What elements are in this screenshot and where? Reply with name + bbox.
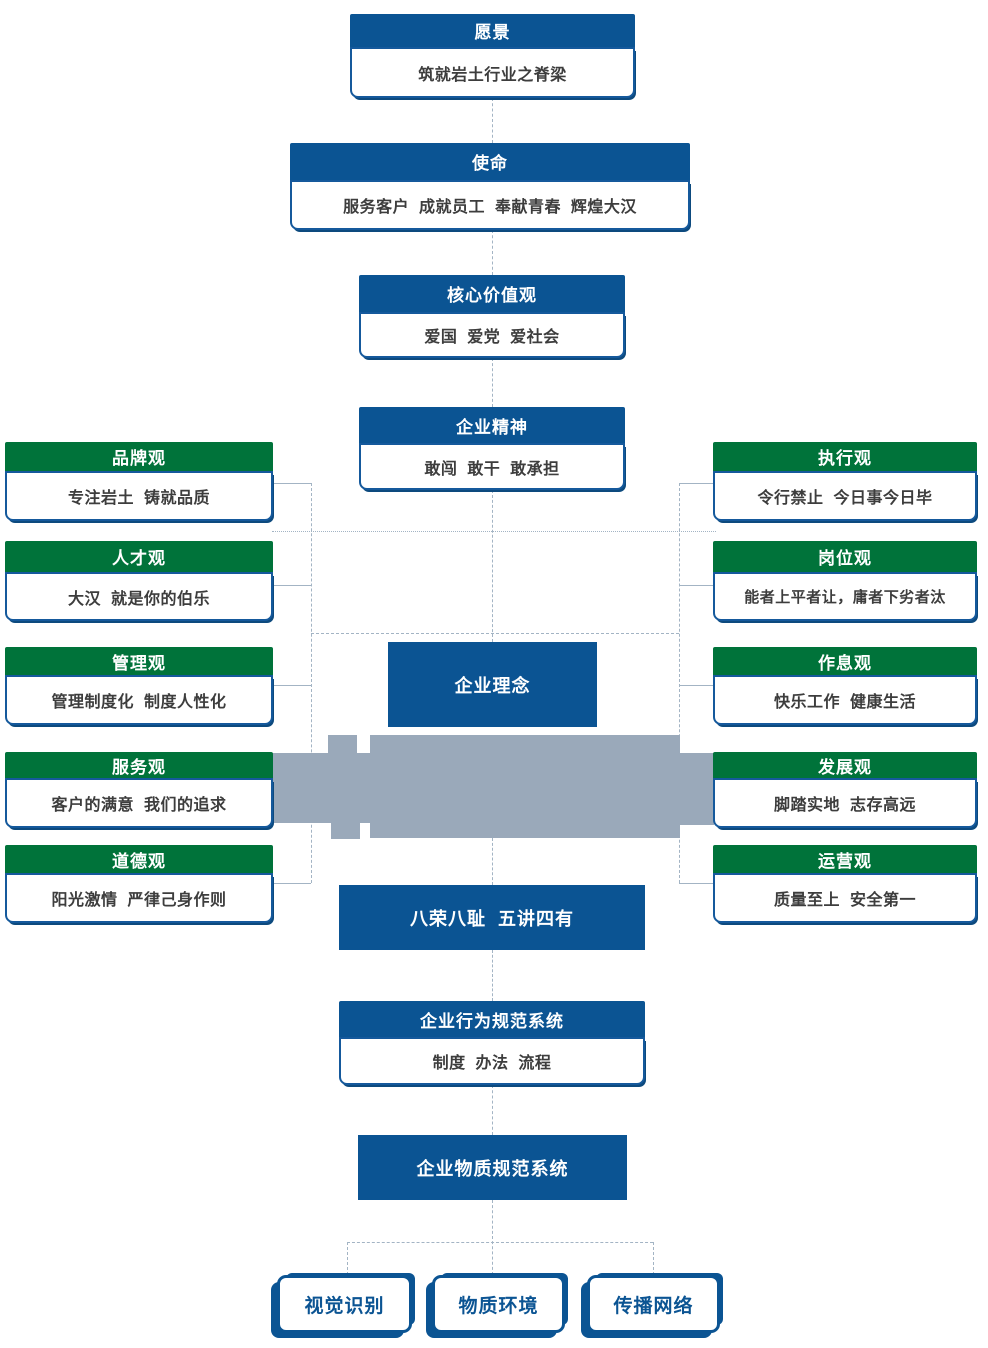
box-visual-identity: 视觉识别: [277, 1275, 412, 1333]
card-morality-view-title: 道德观: [5, 845, 273, 873]
connector-center-v5: [492, 838, 493, 885]
card-development-view-title: 发展观: [713, 752, 977, 778]
gray-arrow-top-tab: [328, 735, 357, 754]
card-position-view-title: 岗位观: [713, 541, 977, 572]
box-communication-network: 传播网络: [587, 1275, 720, 1333]
box-philosophy: 企业理念: [388, 642, 597, 727]
gray-arrow-bottom-tab: [331, 820, 360, 839]
card-operation-view-body: 质量至上 安全第一: [713, 873, 977, 923]
card-operation-view-title: 运营观: [713, 845, 977, 873]
card-management-view-title: 管理观: [5, 647, 273, 675]
card-service-view-body: 客户的满意 我们的追求: [5, 778, 273, 828]
card-position-view: 岗位观 能者上平者让，庸者下劣者汰: [713, 541, 977, 621]
card-execution-view: 执行观 令行禁止 今日事今日毕: [713, 442, 977, 521]
card-behavior-system-body: 制度 办法 流程: [339, 1037, 645, 1085]
card-vision-title: 愿景: [350, 14, 635, 47]
gray-arrow-left-arm: [272, 753, 372, 823]
card-morality-view: 道德观 阳光激情 严律己身作则: [5, 845, 273, 923]
connector-bottom-drop-right: [653, 1242, 654, 1275]
card-behavior-system: 企业行为规范系统 制度 办法 流程: [339, 1001, 645, 1085]
connector-stub: [273, 483, 311, 484]
connector-left-rail: [311, 483, 312, 883]
card-mission-title: 使命: [290, 143, 690, 180]
card-management-view: 管理观 管理制度化 制度人性化: [5, 647, 273, 725]
card-worklife-view-title: 作息观: [713, 647, 977, 675]
connector-stub: [679, 685, 715, 686]
connector-right-rail: [679, 483, 680, 883]
card-worklife-view: 作息观 快乐工作 健康生活: [713, 647, 977, 725]
connector-center-v1: [492, 98, 493, 143]
card-behavior-system-title: 企业行为规范系统: [339, 1001, 645, 1037]
connector-stub: [273, 585, 311, 586]
connector-cross-dashed: [311, 633, 679, 634]
connector-center-v7: [492, 1085, 493, 1135]
card-talent-view: 人才观 大汉 就是你的伯乐: [5, 541, 273, 621]
card-vision-body: 筑就岩土行业之脊梁: [350, 47, 635, 98]
connector-cross-dotted: [272, 531, 716, 532]
connector-stub: [679, 883, 715, 884]
box-material-environment: 物质环境: [432, 1275, 565, 1333]
card-vision: 愿景 筑就岩土行业之脊梁: [350, 14, 635, 98]
card-execution-view-title: 执行观: [713, 442, 977, 471]
card-core-values-body: 爱国 爱党 爱社会: [359, 312, 625, 358]
card-spirit: 企业精神 敢闯 敢干 敢承担: [359, 407, 625, 490]
card-brand-view: 品牌观 专注岩土 铸就品质: [5, 442, 273, 521]
connector-stub: [679, 585, 715, 586]
box-material-system: 企业物质规范系统: [358, 1135, 627, 1200]
card-mission: 使命 服务客户 成就员工 奉献青春 辉煌大汉: [290, 143, 690, 230]
gray-arrow-shape: [370, 735, 680, 838]
box-honors: 八荣八耻 五讲四有: [339, 885, 645, 950]
connector-center-v2: [492, 230, 493, 275]
card-spirit-title: 企业精神: [359, 407, 625, 443]
connector-stub: [679, 483, 715, 484]
card-core-values: 核心价值观 爱国 爱党 爱社会: [359, 275, 625, 358]
card-morality-view-body: 阳光激情 严律己身作则: [5, 873, 273, 923]
connector-center-v4: [492, 490, 493, 642]
connector-center-v6: [492, 950, 493, 1001]
card-development-view: 发展观 脚踏实地 志存高远: [713, 752, 977, 828]
connector-bottom-h: [347, 1242, 653, 1243]
card-service-view: 服务观 客户的满意 我们的追求: [5, 752, 273, 828]
connector-center-v3: [492, 358, 493, 407]
card-talent-view-title: 人才观: [5, 541, 273, 572]
card-execution-view-body: 令行禁止 今日事今日毕: [713, 471, 977, 521]
card-position-view-body: 能者上平者让，庸者下劣者汰: [713, 572, 977, 621]
card-service-view-title: 服务观: [5, 752, 273, 778]
card-brand-view-body: 专注岩土 铸就品质: [5, 471, 273, 521]
card-operation-view: 运营观 质量至上 安全第一: [713, 845, 977, 923]
card-brand-view-title: 品牌观: [5, 442, 273, 471]
card-core-values-title: 核心价值观: [359, 275, 625, 312]
card-development-view-body: 脚踏实地 志存高远: [713, 778, 977, 828]
connector-bottom-drop-left: [347, 1242, 348, 1275]
card-mission-body: 服务客户 成就员工 奉献青春 辉煌大汉: [290, 180, 690, 230]
card-worklife-view-body: 快乐工作 健康生活: [713, 675, 977, 725]
connector-stub: [273, 883, 311, 884]
card-talent-view-body: 大汉 就是你的伯乐: [5, 572, 273, 621]
connector-stub: [273, 685, 311, 686]
gray-arrow-right-arm: [680, 753, 714, 825]
connector-center-v8: [492, 1200, 493, 1275]
card-management-view-body: 管理制度化 制度人性化: [5, 675, 273, 725]
card-spirit-body: 敢闯 敢干 敢承担: [359, 443, 625, 490]
